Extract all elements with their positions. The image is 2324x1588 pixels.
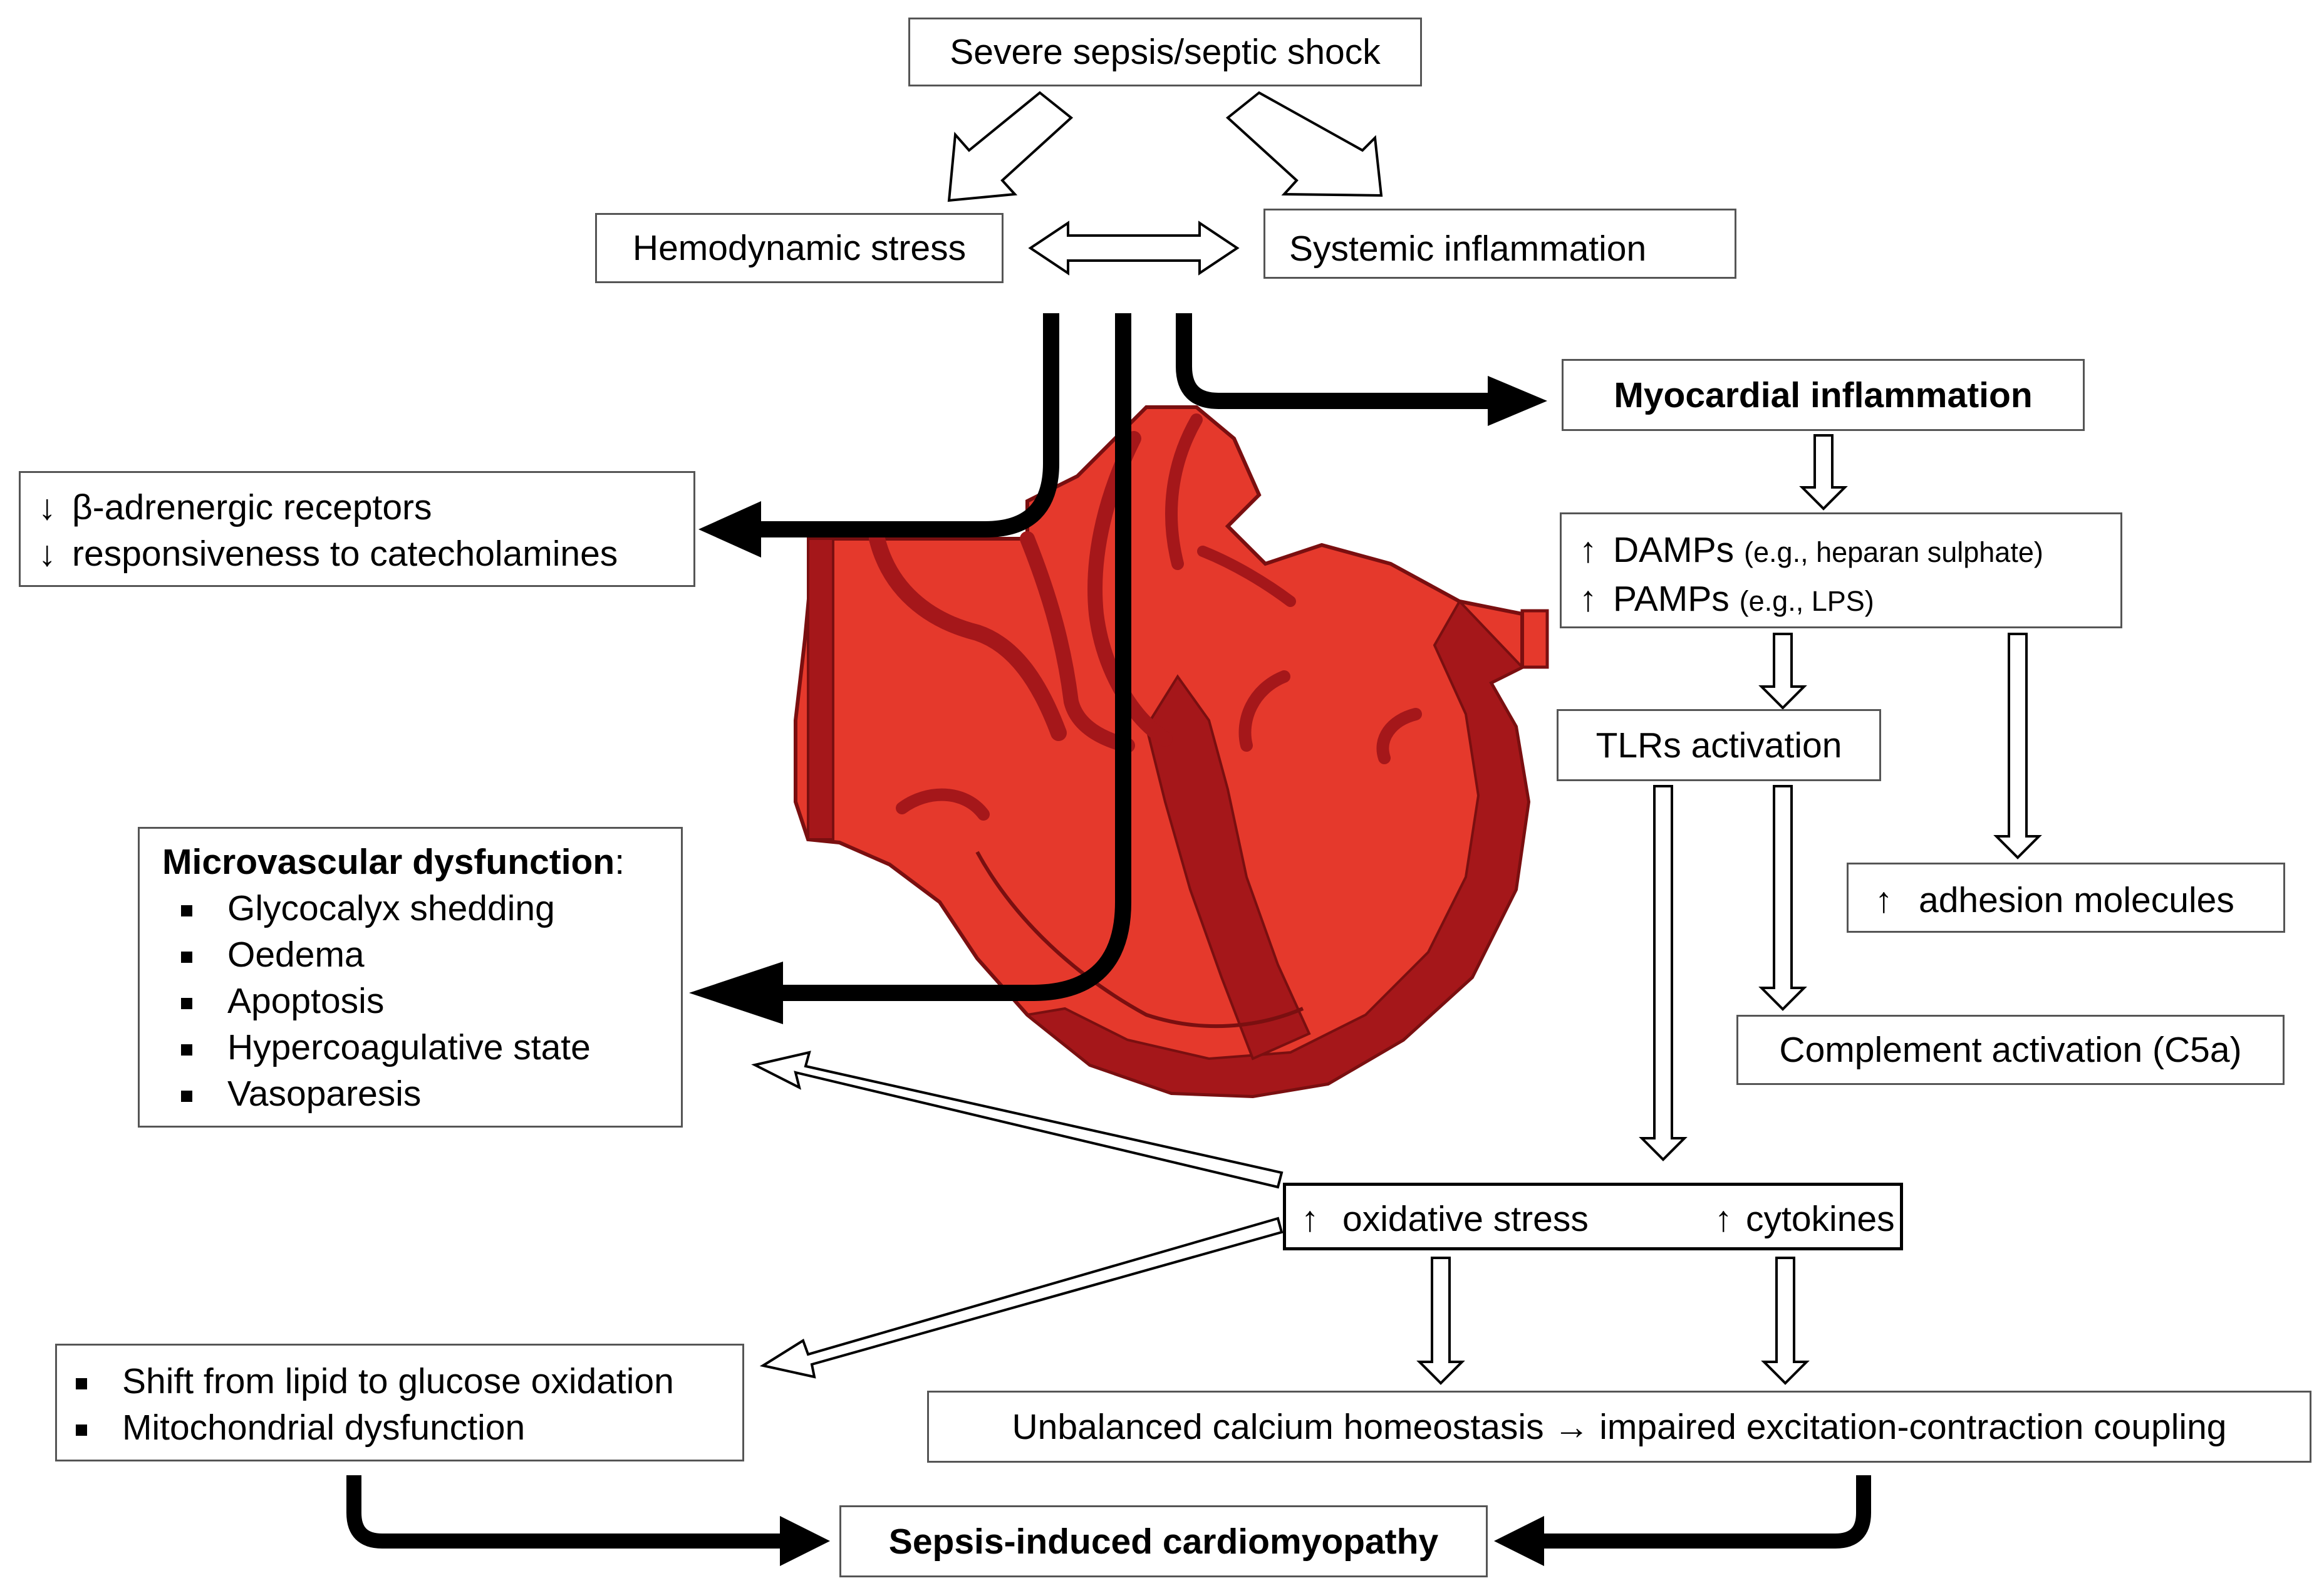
cytokines-label: cytokines: [1746, 1199, 1895, 1239]
up-arrow-icon: ↑: [1301, 1199, 1319, 1239]
calcium-box: Unbalanced calcium homeostasis → impaire…: [927, 1391, 2311, 1463]
myocardial-label: Myocardial inflammation: [1614, 375, 2033, 415]
up-arrow-icon: ↑: [1714, 1199, 1733, 1239]
pamps-main: PAMPs: [1613, 579, 1730, 619]
list-item: Oedema: [162, 932, 681, 978]
adrenergic-text-2: responsiveness to catecholamines: [72, 534, 618, 574]
oxidative-row: ↑ oxidative stress ↑ cytokines: [1301, 1196, 1900, 1242]
black-arrow-to-adrenergic: [698, 313, 1059, 558]
heart-illustration: [794, 405, 1549, 1099]
microvascular-item-text: Hypercoagulative state: [227, 1027, 591, 1067]
systemic-box: Systemic inflammation: [1263, 209, 1736, 279]
hollow-double-arrow: [1028, 221, 1240, 276]
hollow-arrow-tlrs-to-complement: [1758, 785, 1807, 1011]
complement-box: Complement activation (C5a): [1736, 1015, 2285, 1085]
hollow-arrow-oxidative-to-calcium-left: [1416, 1257, 1465, 1385]
oxidative-stress-label: oxidative stress: [1342, 1199, 1589, 1239]
up-arrow-icon: ↑: [1579, 530, 1597, 570]
hollow-arrow-oxidative-to-microvascular: [751, 1051, 1284, 1189]
microvascular-box: Microvascular dysfunction: Glycocalyx sh…: [138, 827, 683, 1128]
down-arrow-icon: ↓: [38, 487, 56, 527]
black-arrow-calcium-to-outcome: [1494, 1475, 1871, 1566]
oxidative-box: ↑ oxidative stress ↑ cytokines: [1283, 1183, 1903, 1250]
complement-label: Complement activation (C5a): [1779, 1030, 2242, 1070]
damps-main: DAMPs: [1613, 530, 1735, 570]
systemic-label: Systemic inflammation: [1289, 229, 1647, 269]
adrenergic-box: ↓ β-adrenergic receptors ↓ responsiveness …: [19, 471, 695, 587]
top-label: Severe sepsis/septic shock: [950, 32, 1381, 72]
hemodynamic-label: Hemodynamic stress: [632, 228, 967, 268]
hemodynamic-box: Hemodynamic stress: [595, 213, 1004, 283]
microvascular-colon: :: [615, 842, 625, 882]
hollow-arrow-oxidative-to-calcium-right: [1761, 1257, 1810, 1385]
microvascular-item-text: Oedema: [227, 935, 365, 975]
tlrs-box: TLRs activation: [1557, 709, 1881, 781]
list-item: Apoptosis: [162, 978, 681, 1024]
microvascular-item-text: Vasoparesis: [227, 1074, 422, 1114]
microvascular-title: Microvascular dysfunction: [162, 842, 615, 882]
damps-note: (e.g., heparan sulphate): [1744, 536, 2043, 568]
hollow-arrow-damps-to-adhesion: [1993, 633, 2042, 859]
cytokines-group: ↑ cytokines: [1714, 1196, 1895, 1242]
hollow-arrow-damps-to-tlrs: [1758, 633, 1807, 710]
hollow-arrow-myocardial-to-damps: [1799, 434, 1848, 511]
bullet-icon: [57, 1358, 122, 1404]
adhesion-box: ↑ adhesion molecules: [1847, 863, 2285, 933]
tlrs-label: TLRs activation: [1595, 725, 1842, 765]
pamps-line: ↑ PAMPs (e.g., LPS): [1579, 576, 2120, 625]
black-arrow-to-microvascular: [689, 313, 1131, 1024]
bullet-icon: [162, 932, 227, 978]
microvascular-title-row: Microvascular dysfunction:: [162, 839, 681, 885]
up-arrow-icon: ↑: [1579, 579, 1597, 619]
bullet-icon: [162, 978, 227, 1024]
myocardial-box: Myocardial inflammation: [1562, 359, 2085, 431]
bullet-icon: [162, 885, 227, 932]
damps-box: ↑ DAMPs (e.g., heparan sulphate) ↑ PAMPs (…: [1560, 512, 2122, 628]
down-arrow-icon: ↓: [38, 534, 56, 574]
microvascular-item-text: Glycocalyx shedding: [227, 888, 555, 928]
hollow-arrow-oxidative-to-metabolic: [759, 1217, 1284, 1379]
microvascular-item-text: Apoptosis: [227, 981, 385, 1021]
list-item: Hypercoagulative state: [162, 1024, 681, 1071]
list-item: Glycocalyx shedding: [162, 885, 681, 932]
damps-line: ↑ DAMPs (e.g., heparan sulphate): [1579, 527, 2120, 576]
metabolic-box: Shift from lipid to glucose oxidation Mi…: [55, 1344, 744, 1461]
adhesion-label: adhesion molecules: [1919, 880, 2234, 920]
black-arrow-metabolic-to-outcome: [346, 1475, 830, 1566]
hollow-arrow-top-to-systemic: [1225, 91, 1383, 197]
list-item: Vasoparesis: [162, 1071, 681, 1117]
adrenergic-line-2: ↓ responsiveness to catecholamines: [38, 531, 693, 577]
pamps-note: (e.g., LPS): [1739, 585, 1874, 617]
bullet-icon: [57, 1404, 122, 1451]
adrenergic-text-1: β-adrenergic receptors: [72, 487, 432, 527]
up-arrow-icon: ↑: [1875, 880, 1893, 920]
metabolic-item-text: Mitochondrial dysfunction: [122, 1408, 526, 1448]
list-item: Shift from lipid to glucose oxidation: [57, 1358, 742, 1404]
top-box: Severe sepsis/septic shock: [908, 18, 1422, 86]
black-arrow-to-myocardial: [1176, 313, 1547, 426]
outcome-label: Sepsis-induced cardiomyopathy: [888, 1521, 1439, 1562]
hollow-arrow-tlrs-to-oxidative: [1639, 785, 1688, 1161]
bullet-icon: [162, 1024, 227, 1071]
outcome-box: Sepsis-induced cardiomyopathy: [839, 1505, 1488, 1577]
calcium-label: Unbalanced calcium homeostasis → impaire…: [1012, 1406, 2227, 1447]
adhesion-row: ↑ adhesion molecules: [1875, 877, 2283, 923]
adrenergic-line-1: ↓ β-adrenergic receptors: [38, 484, 693, 531]
bullet-icon: [162, 1071, 227, 1117]
metabolic-item-text: Shift from lipid to glucose oxidation: [122, 1361, 674, 1401]
hollow-arrow-top-to-hemodynamic: [947, 91, 1074, 202]
list-item: Mitochondrial dysfunction: [57, 1404, 742, 1451]
